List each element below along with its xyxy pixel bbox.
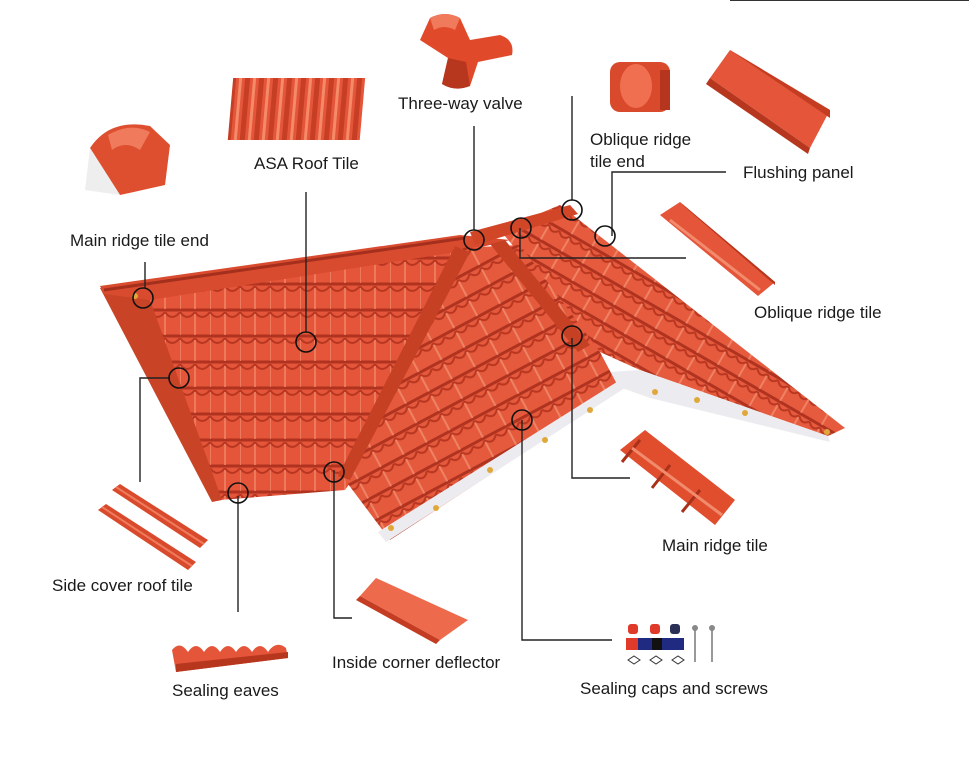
fascia-right: [600, 370, 830, 442]
asa-roof-tile-icon: [227, 78, 366, 140]
roof-panel-main-left: [145, 240, 510, 500]
oblique-ridge-tile-end-icon: [610, 62, 670, 112]
main-ridge: [100, 235, 510, 300]
label-asa-roof-tile: ASA Roof Tile: [254, 154, 359, 173]
oblique-ridge-tile-icon: [660, 202, 775, 296]
top-edge-line: [730, 0, 969, 1]
side-cover-roof-tile-icon: [98, 484, 208, 570]
label-sealing-caps-and-screws: Sealing caps and screws: [580, 679, 769, 698]
label-main-ridge-tile-end: Main ridge tile end: [70, 231, 209, 250]
main-ridge-tile-icon: [620, 430, 735, 525]
three-way-valve-icon: [420, 14, 513, 89]
oblique-ridge-right: [490, 240, 590, 352]
label-inside-corner-deflector: Inside corner deflector: [332, 653, 501, 672]
label-main-ridge-tile: Main ridge tile: [662, 536, 768, 555]
label-oblique-ridge-tile: Oblique ridge tile: [754, 303, 882, 322]
oblique-ridge-top: [470, 205, 578, 245]
label-sealing-eaves: Sealing eaves: [172, 681, 279, 700]
label-flushing-panel: Flushing panel: [743, 163, 854, 182]
inside-corner-deflector-icon: [356, 578, 468, 644]
roof-left-edge: [100, 286, 222, 502]
roof-panel-back-right: [500, 205, 845, 436]
sealing-eaves-icon: [172, 644, 288, 672]
label-oblique-ridge-tile-end-line2: tile end: [590, 152, 645, 171]
label-oblique-ridge-tile-end-line1: Oblique ridge: [590, 130, 692, 149]
fascia-front: [378, 380, 625, 542]
flushing-panel-icon: [706, 50, 830, 154]
sealing-caps-and-screws-icon: [626, 624, 715, 665]
main-ridge-tile-end-icon: [85, 124, 170, 195]
oblique-ridge-left: [338, 246, 470, 480]
callout-circles: [132, 199, 616, 504]
label-three-way-valve: Three-way valve: [398, 94, 523, 113]
eave-screws: [132, 293, 830, 531]
label-side-cover-roof-tile: Side cover roof tile: [52, 576, 193, 595]
